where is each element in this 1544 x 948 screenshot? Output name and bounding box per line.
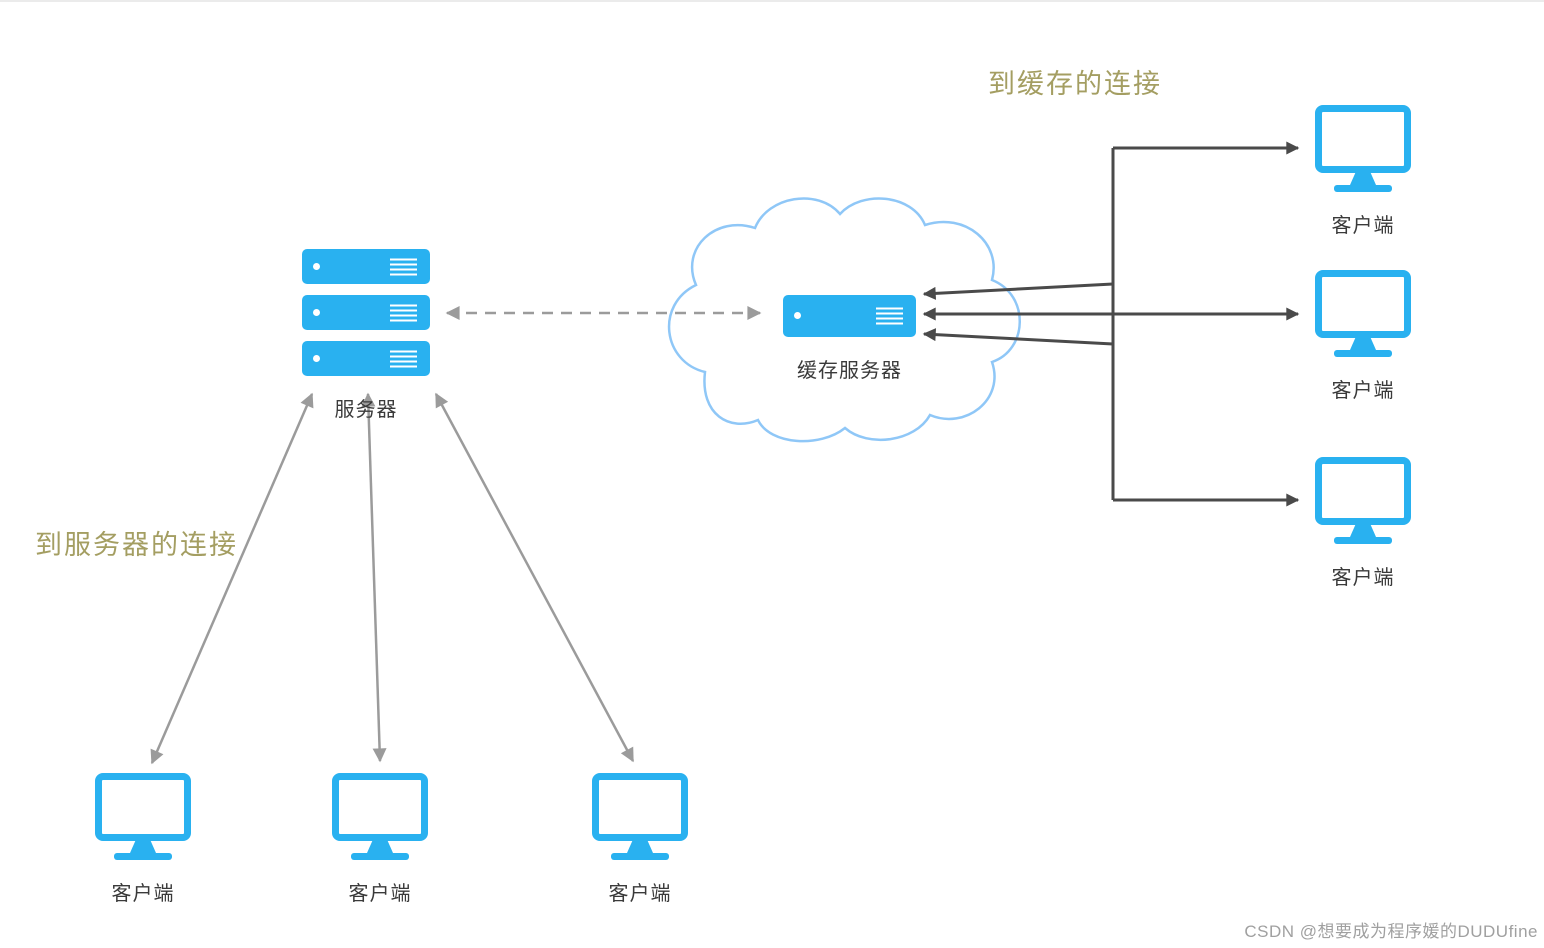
monitor-stand-icon (1350, 337, 1376, 350)
client-node-bottom-3: 客户端 (592, 773, 688, 906)
monitor-stand-icon (1350, 524, 1376, 537)
edge-server-client-1 (150, 392, 314, 765)
monitor-icon (95, 773, 191, 841)
monitor-stand-icon (627, 840, 653, 853)
monitor-icon (1315, 270, 1411, 338)
client-label: 客户端 (111, 883, 175, 905)
server-grill-icon (390, 304, 417, 321)
server-led-icon (794, 312, 801, 319)
edge-trunk-cache-top (922, 282, 1114, 300)
monitor-base-icon (1334, 537, 1392, 544)
client-label: 客户端 (1331, 380, 1395, 402)
client-label: 客户端 (608, 883, 672, 905)
edge-server-client-2 (361, 392, 387, 763)
monitor-stand-icon (130, 840, 156, 853)
monitor-base-icon (351, 853, 409, 860)
monitor-base-icon (114, 853, 172, 860)
monitor-icon (1315, 105, 1411, 173)
client-label: 客户端 (1331, 567, 1395, 589)
server-unit-icon (302, 249, 430, 284)
cache-server-unit-icon (783, 295, 916, 337)
monitor-base-icon (1334, 350, 1392, 357)
monitor-stand-icon (1350, 172, 1376, 185)
monitor-icon (1315, 457, 1411, 525)
monitor-base-icon (1334, 185, 1392, 192)
edge-server-client-3 (434, 392, 635, 763)
server-grill-icon (390, 258, 417, 275)
cache-server-label: 缓存服务器 (797, 360, 902, 382)
client-label: 客户端 (348, 883, 412, 905)
server-grill-icon (390, 350, 417, 367)
monitor-stand-icon (367, 840, 393, 853)
watermark: CSDN @想要成为程序媛的DUDUfine (1244, 922, 1538, 941)
client-node-right-2: 客户端 (1315, 270, 1411, 403)
top-divider (0, 0, 1544, 2)
cache-connection-annotation: 到缓存的连接 (988, 69, 1162, 99)
monitor-base-icon (611, 853, 669, 860)
client-node-bottom-2: 客户端 (332, 773, 428, 906)
server-node: 服务器 (302, 249, 430, 422)
server-led-icon (313, 308, 320, 316)
monitor-icon (332, 773, 428, 841)
client-label: 客户端 (1331, 215, 1395, 237)
client-node-right-3: 客户端 (1315, 457, 1411, 590)
client-node-right-1: 客户端 (1315, 105, 1411, 238)
edge-trunk-cache-bottom (922, 328, 1114, 346)
server-label: 服务器 (334, 399, 398, 421)
client-node-bottom-1: 客户端 (95, 773, 191, 906)
server-connection-annotation: 到服务器的连接 (35, 530, 238, 560)
server-led-icon (313, 354, 320, 362)
server-led-icon (313, 262, 320, 270)
cache-server-node: 缓存服务器 (783, 295, 916, 383)
server-unit-icon (302, 295, 430, 330)
monitor-icon (592, 773, 688, 841)
server-grill-icon (876, 307, 903, 325)
server-unit-icon (302, 341, 430, 376)
